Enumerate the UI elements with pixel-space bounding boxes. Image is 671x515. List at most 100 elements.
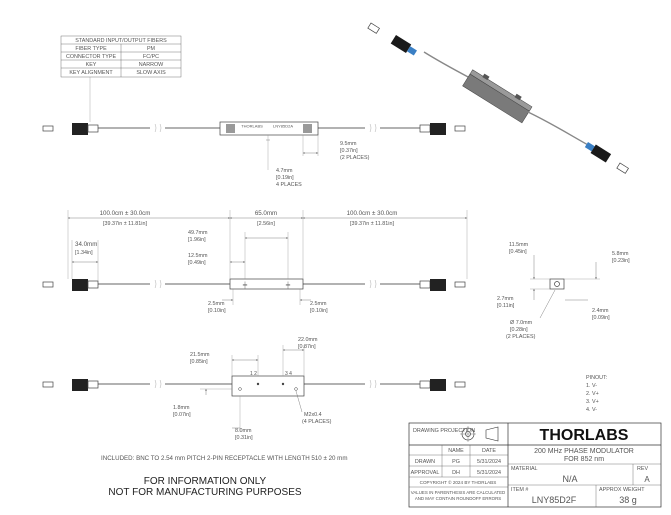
bottom-dim-c-in: [0.07in] [173, 412, 191, 418]
pinout: PINOUT: 1. V- 2. V+ 3. V+ 4. V- [586, 375, 607, 413]
dim-hole: 4.7mm [276, 168, 293, 174]
included-note: INCLUDED: BNC TO 2.54 mm PITCH 2-PIN REC… [101, 455, 347, 462]
key-label: KEY [86, 62, 97, 68]
approval-date: 5/31/2024 [477, 470, 501, 476]
item-value: LNY85D2F [532, 495, 577, 505]
end-right-in: [0.10in] [310, 308, 328, 314]
fiber-type-value: PM [147, 46, 156, 52]
top-view: THORLABS LNY85D2A 9.5mm [0.37in] (2 PLAC… [42, 121, 466, 188]
end-left: 2.5mm [208, 301, 225, 307]
key-value: NARROW [139, 62, 164, 68]
thread-spec: M2x0.4 [304, 412, 322, 418]
material-label: MATERIAL [511, 466, 538, 472]
rev-value: A [644, 475, 650, 484]
bottom-dim-d: 8.0mm [235, 428, 252, 434]
fiber-table-title: STANDARD INPUT/OUTPUT FIBERS [75, 38, 167, 44]
dim-boot-note: (2 PLACES) [340, 155, 370, 161]
svg-text:╪: ╪ [242, 281, 248, 289]
isometric-body [462, 69, 533, 124]
end-left-in: [0.11in] [497, 303, 515, 309]
approval-name: DH [452, 470, 460, 476]
projection-label: DRAWING PROJECTION [413, 428, 475, 434]
end-height: 11.5mm [509, 242, 529, 248]
end-right: 2.5mm [310, 301, 327, 307]
disclaimer-line-1: FOR INFORMATION ONLY [144, 476, 267, 487]
hole-span: 49.7mm [188, 230, 208, 236]
end-right-in: [0.09in] [592, 315, 610, 321]
approval-label: APPROVAL [411, 470, 440, 476]
end-left: 2.7mm [497, 296, 514, 302]
title-block: DRAWING PROJECTION THORLABS NAME DATE DR… [408, 422, 662, 508]
connector-length-in: [1.34in] [75, 250, 93, 256]
bottom-dim-b-in: [0.87in] [298, 344, 316, 350]
weight-label: APPROX WEIGHT [599, 487, 645, 493]
fiber-length-right-in: [39.37in ± 11.81in] [350, 221, 394, 227]
fiber-length-left-in: [39.37in ± 11.81in] [103, 221, 147, 227]
dim-hole-note: 4 PLACES [276, 182, 302, 188]
dust-cap-left [42, 125, 54, 132]
drawn-label: DRAWN [415, 459, 435, 465]
end-height-in: [0.45in] [509, 249, 527, 255]
fiber-length-right: 100.0cm ± 30.0cm [347, 210, 398, 217]
description-line-1: 200 MHz PHASE MODULATOR [534, 448, 634, 455]
dim-boot: 9.5mm [340, 141, 357, 147]
fiber-length-left: 100.0cm ± 30.0cm [100, 210, 151, 217]
connector-type-label: CONNECTOR TYPE [66, 54, 117, 60]
bottom-dim-b: 22.0mm [298, 337, 318, 343]
end-diameter: Ø 7.0mm [510, 320, 533, 326]
fc-connector-left [72, 123, 88, 135]
hole-inset: 12.5mm [188, 253, 208, 259]
bottom-dim-a-in: [0.85in] [190, 359, 208, 365]
pinout-pin-4: 4. V- [586, 407, 597, 413]
pins-right: 3 4 [285, 371, 292, 377]
values-note-1: VALUES IN PARENTHESIS ARE CALCULATED [411, 490, 505, 495]
end-top-in: [0.23in] [612, 258, 630, 264]
bottom-dim-a: 21.5mm [190, 352, 210, 358]
end-left-in: [0.10in] [208, 308, 226, 314]
pinout-pin-1: 1. V- [586, 383, 597, 389]
date-header: DATE [482, 448, 496, 454]
pinout-pin-3: 3. V+ [586, 399, 599, 405]
weight-value: 38 g [619, 495, 637, 505]
pinout-title: PINOUT: [586, 375, 607, 381]
hole-span-in: [1.96in] [188, 237, 206, 243]
connector-length: 34.0mm [75, 241, 97, 248]
body-length: 65.0mm [255, 210, 277, 217]
rev-label: REV [637, 466, 648, 472]
end-view: 11.5mm [0.45in] 5.8mm [0.23in] 2.7mm [0.… [497, 242, 630, 340]
modulator-body-side [229, 278, 304, 290]
modulator-body-bottom [231, 375, 305, 397]
description-line-2: FOR 852 nm [564, 456, 604, 463]
item-label: ITEM # [511, 487, 528, 493]
modulator-body-top [219, 121, 319, 136]
body-label-right: LNY85D2A [273, 124, 293, 129]
fc-connector-right [430, 123, 446, 135]
hole-inset-in: [0.49in] [188, 260, 206, 266]
bottom-dim-d-in: [0.31in] [235, 435, 253, 441]
drawn-name: PG [452, 459, 460, 465]
fiber-type-label: FIBER TYPE [75, 46, 107, 52]
dust-cap-right [454, 125, 466, 132]
values-note-2: AND MAY CONTAIN ROUNDOFF ERRORS [415, 496, 501, 501]
key-alignment-value: SLOW AXIS [136, 70, 166, 76]
body-length-in: [2.56in] [257, 221, 275, 227]
material-value: N/A [562, 474, 577, 484]
bottom-view: 1 2 3 4 21.5mm [0.85in] 22.0mm [0.87in] … [42, 337, 466, 441]
thread-note: (4 PLACES) [302, 419, 332, 425]
disclaimer-line-2: NOT FOR MANUFACTURING PURPOSES [108, 487, 301, 498]
isometric-view [367, 22, 629, 174]
dim-boot-in: [0.37in] [340, 148, 358, 154]
end-diameter-note: (2 PLACES) [506, 334, 536, 340]
name-header: NAME [448, 448, 464, 454]
key-alignment-label: KEY ALIGNMENT [69, 70, 113, 76]
dim-hole-in: [0.19in] [276, 175, 294, 181]
thorlabs-logo: THORLABS [540, 427, 629, 444]
end-right: 2.4mm [592, 308, 609, 314]
drawn-date: 5/31/2024 [477, 459, 501, 465]
bottom-dim-c: 1.8mm [173, 405, 190, 411]
end-top: 5.8mm [612, 251, 629, 257]
copyright: COPYRIGHT © 2024 BY THORLABS [420, 479, 497, 485]
pinout-pin-2: 2. V+ [586, 391, 599, 397]
side-view: ╪ ╪ 100.0cm ± 30.0cm [39.37in ± 11.81in]… [42, 210, 468, 314]
